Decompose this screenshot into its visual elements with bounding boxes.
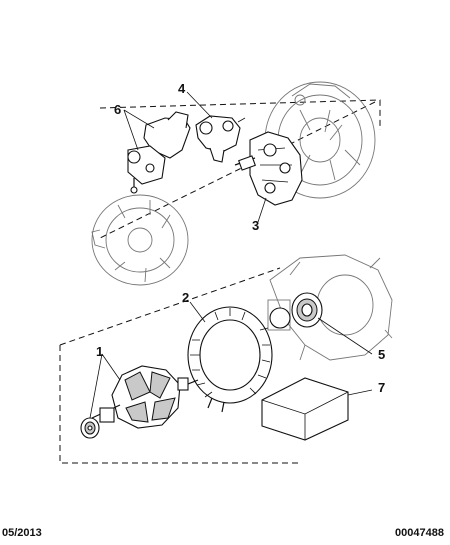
stator-drawing [187, 306, 273, 413]
callout-leader-lines [89, 91, 373, 419]
assembly-guide-lines [59, 99, 381, 464]
rotor-drawing [80, 365, 199, 439]
callout-5: 5 [378, 347, 385, 362]
terminal-kit-drawing [127, 111, 191, 194]
footer-reference-number: 00047488 [395, 527, 444, 539]
footer-date: 05/2013 [2, 527, 42, 539]
callout-1: 1 [96, 344, 103, 359]
callout-6: 6 [114, 102, 121, 117]
front-housing-drawing [267, 254, 393, 361]
callout-7: 7 [378, 380, 385, 395]
callout-3: 3 [252, 218, 259, 233]
terminal-bracket-drawing [195, 115, 246, 163]
callout-labels: 6 4 3 2 1 5 7 [96, 81, 385, 395]
kit-box-drawing [261, 377, 349, 441]
end-shield-drawing [91, 194, 189, 286]
brush-holder-regulator-drawing [234, 131, 303, 206]
callout-2: 2 [182, 290, 189, 305]
callout-4: 4 [178, 81, 186, 96]
